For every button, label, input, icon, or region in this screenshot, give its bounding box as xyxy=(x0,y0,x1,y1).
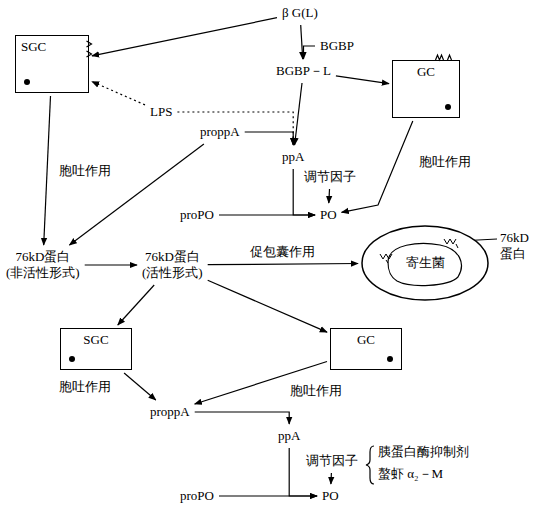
capsule-outline xyxy=(362,226,488,300)
molecule-term: β G(L) xyxy=(280,4,320,22)
term-text: BGBP xyxy=(320,38,354,54)
term-text: 76kD蛋白 xyxy=(6,249,80,265)
flow-arrow xyxy=(118,285,154,325)
protein-term: 76kD蛋白(非活性形式) xyxy=(4,248,82,282)
flow-arrow xyxy=(336,76,389,84)
flow-arrow xyxy=(124,373,156,400)
flow-arrow xyxy=(208,280,327,332)
molecule-term: proppA xyxy=(148,403,192,421)
flow-arrow xyxy=(304,46,316,59)
regulator-note: 螯虾 α₂－M xyxy=(378,466,443,482)
term-text: PO xyxy=(322,488,339,504)
molecule-term: ppA xyxy=(280,148,306,166)
flow-arrow xyxy=(85,264,137,265)
term-text: PO xyxy=(320,207,337,223)
cell-box: SGC xyxy=(15,35,89,93)
molecule-term: 调节因子 xyxy=(302,168,358,186)
cell-box: GC xyxy=(330,328,402,370)
flow-arrow xyxy=(44,96,51,245)
regulator-note: 胰蛋白酶抑制剂 xyxy=(378,444,469,460)
term-text: proppA xyxy=(150,404,190,420)
edge-label: 胞吐作用 xyxy=(417,154,473,170)
term-text: (非活性形式) xyxy=(6,265,80,281)
flow-arrow xyxy=(295,83,302,145)
cell-box: GC xyxy=(392,60,460,118)
term-text: proPO xyxy=(180,488,214,504)
cell-name: GC xyxy=(398,64,454,80)
term-text: BGBP－L xyxy=(276,63,331,79)
term-text: LPS xyxy=(150,104,172,120)
nucleus-dot xyxy=(387,356,393,362)
protein-term: 76kD蛋白(活性形式) xyxy=(140,248,205,282)
flow-arrow xyxy=(330,473,332,484)
molecule-term: BGBP－L xyxy=(274,62,333,80)
edge-label: 胞吐作用 xyxy=(57,163,113,179)
flow-arrow xyxy=(245,132,294,145)
term-text: 76kD蛋白 xyxy=(142,249,203,265)
nucleus-dot xyxy=(445,104,451,110)
term-text: proppA xyxy=(200,124,240,140)
molecule-term: PO xyxy=(318,206,339,224)
molecule-term: PO xyxy=(320,487,341,505)
flow-arrow xyxy=(208,264,358,265)
molecule-term: LPS xyxy=(148,103,174,121)
parasite-body xyxy=(388,243,461,285)
cell-name: SGC xyxy=(66,332,126,348)
term-text: 调节因子 xyxy=(306,453,358,469)
edge-label: 胞吐作用 xyxy=(288,383,344,399)
receptor-spikes xyxy=(436,55,452,60)
flow-arrow xyxy=(219,214,315,215)
term-text: 调节因子 xyxy=(304,169,356,185)
cell-box: SGC xyxy=(60,328,132,370)
term-text: ppA xyxy=(282,149,304,165)
flow-arrow xyxy=(328,189,330,203)
brace xyxy=(366,446,374,484)
flow-arrow xyxy=(219,495,317,496)
dotted-arrow xyxy=(92,82,145,105)
molecule-term: proppA xyxy=(198,123,242,141)
flow-arrow xyxy=(342,121,413,212)
nucleus-dot xyxy=(24,79,30,85)
molecule-term: ppA xyxy=(276,427,302,445)
molecule-term: BGBP xyxy=(318,37,356,55)
term-text: proPO xyxy=(180,207,214,223)
dotted-arrow xyxy=(177,112,293,145)
flow-arrow xyxy=(301,25,303,59)
edge-label: 促包囊作用 xyxy=(248,244,317,260)
term-text: β G(L) xyxy=(282,5,318,21)
term-text: ppA xyxy=(278,428,300,444)
cell-name: SGC xyxy=(21,39,83,55)
edge-label: 胞吐作用 xyxy=(57,379,113,395)
term-text: (活性形式) xyxy=(142,265,203,281)
molecule-term: proPO xyxy=(178,206,216,224)
flow-arrow xyxy=(70,144,204,245)
flow-arrow xyxy=(92,18,277,56)
receptor-spikes xyxy=(87,41,92,57)
parasite-capsule: 寄生菌 xyxy=(360,224,490,302)
molecule-term: 调节因子 xyxy=(304,452,360,470)
callout-label: 76kD 蛋白 xyxy=(500,230,544,262)
flow-arrow xyxy=(195,412,290,424)
cell-name: GC xyxy=(336,332,396,348)
molecule-term: proPO xyxy=(178,487,216,505)
term-text: 寄生菌 xyxy=(406,255,445,271)
nucleus-dot xyxy=(69,356,75,362)
